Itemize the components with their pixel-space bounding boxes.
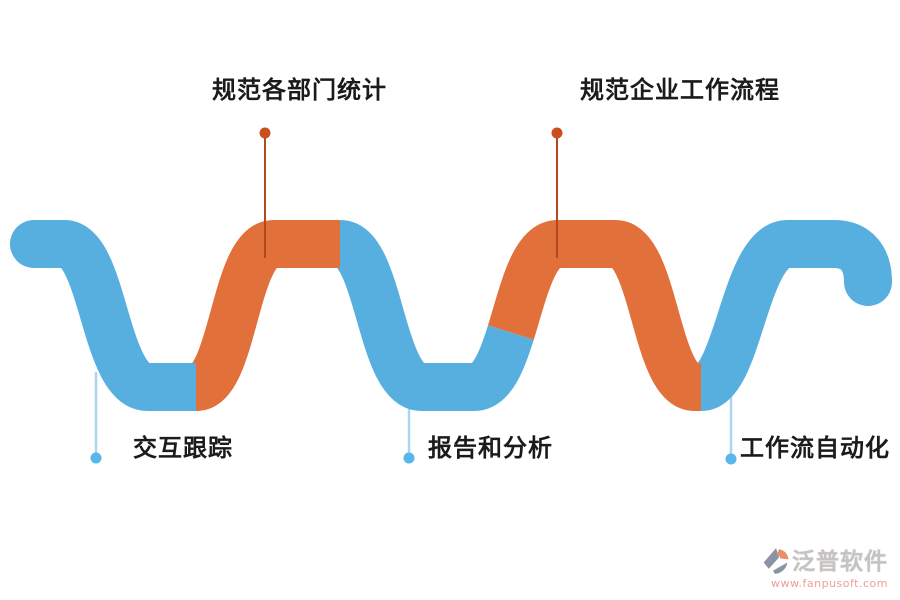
watermark: 泛普软件 www.fanpusoft.com (748, 546, 888, 590)
label-enterprise-workflow: 规范企业工作流程 (580, 76, 780, 104)
ribbon-segment-3-blue (332, 220, 534, 411)
ribbon-segment-4-orange (487, 220, 703, 411)
top-leader-lines (259, 127, 563, 258)
top-dot-enterprise-workflow (551, 127, 563, 139)
ribbon-start-cap (10, 220, 58, 268)
bottom-leader-dots (90, 452, 737, 465)
bottom-dot-interaction-tracking (90, 452, 102, 464)
bottom-dot-reporting-analysis (403, 452, 415, 464)
ribbon-segment-1-blue (34, 220, 196, 411)
watermark-url: www.fanpusoft.com (771, 577, 888, 590)
ribbon-segment-2-orange (187, 220, 340, 411)
label-department-statistics: 规范各部门统计 (212, 76, 387, 104)
fanpu-logo-icon (763, 548, 789, 574)
label-interaction-tracking: 交互跟踪 (133, 434, 233, 462)
ribbon-segment-5-blue (693, 220, 892, 411)
label-reporting-analysis: 报告和分析 (428, 434, 553, 462)
label-workflow-automation: 工作流自动化 (740, 434, 890, 462)
top-dot-department-statistics (259, 127, 271, 139)
bottom-dot-workflow-automation (725, 453, 737, 465)
ribbon-end-cap (844, 258, 892, 306)
watermark-brand: 泛普软件 (792, 548, 888, 575)
process-ribbon (34, 220, 892, 411)
